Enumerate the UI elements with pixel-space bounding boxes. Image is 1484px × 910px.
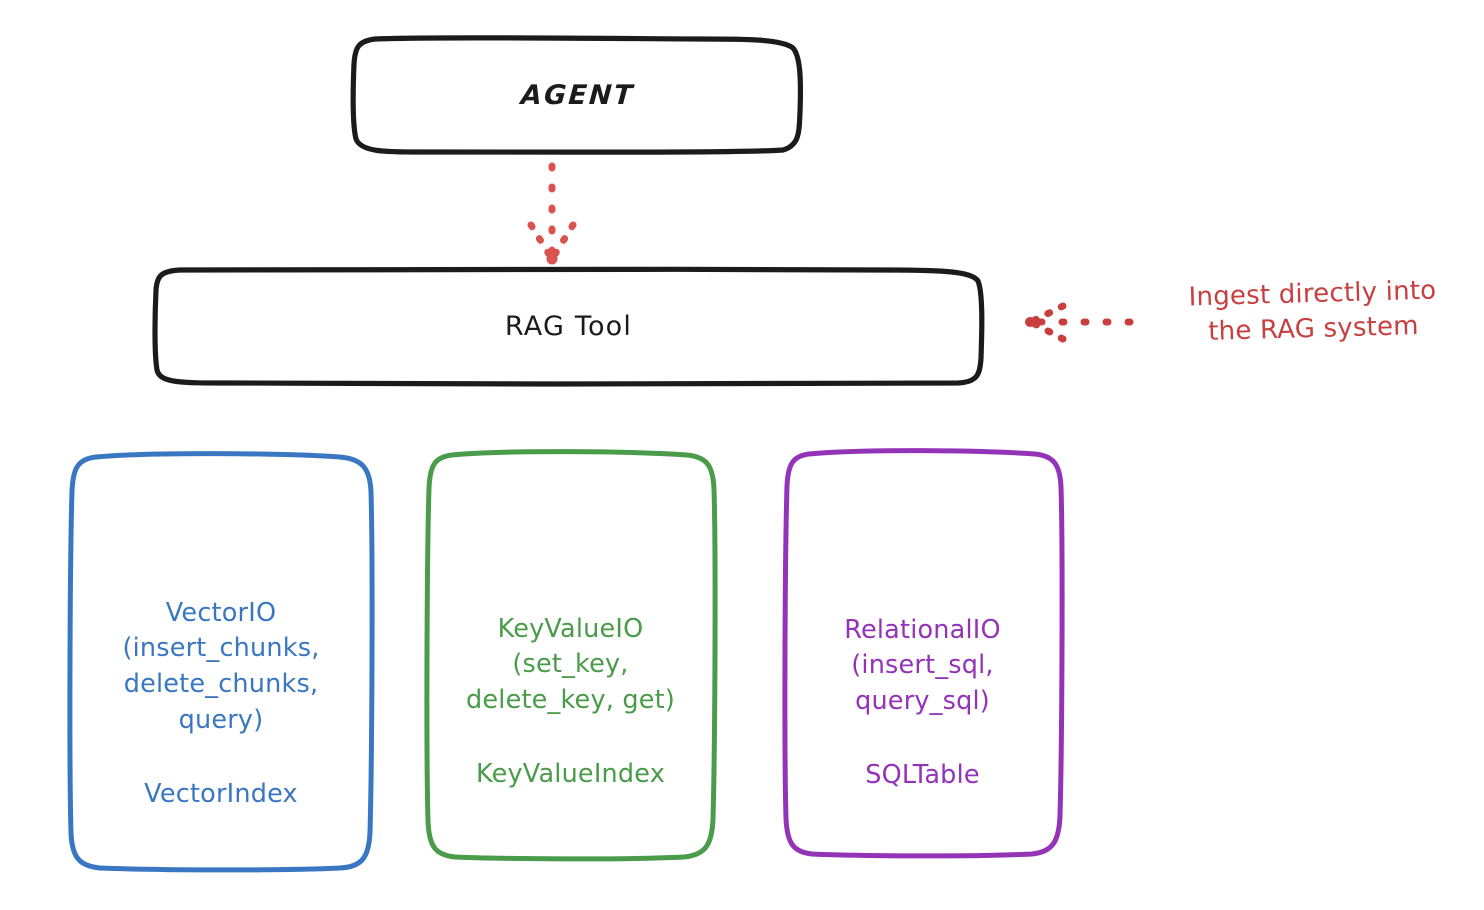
rag-tool-node[interactable]: RAG Tool [155, 269, 982, 384]
key-value-io-box-outline [424, 449, 718, 862]
vector-io-api-label: VectorIO (insert_chunks, delete_chunks, … [122, 597, 320, 735]
agent-to-rag-dotted-arrow [527, 162, 577, 265]
agent-box-outline [350, 35, 804, 155]
relational-io-node[interactable]: RelationalIO (insert_sql, query_sql) SQL… [784, 449, 1061, 855]
sql-table-label: SQLTable [865, 759, 980, 790]
key-value-io-api-label: KeyValueIO (set_key, delete_key, get) [466, 613, 675, 715]
relational-io-api-label: RelationalIO (insert_sql, query_sql) [844, 614, 1001, 716]
agent-node[interactable]: AGENT [353, 38, 802, 153]
rag-tool-box-outline [152, 266, 985, 387]
vector-io-node[interactable]: VectorIO (insert_chunks, delete_chunks, … [70, 452, 372, 870]
agent-label: AGENT [519, 79, 636, 111]
key-value-io-node[interactable]: KeyValueIO (set_key, delete_key, get) Ke… [427, 450, 714, 858]
relational-io-box-outline [782, 448, 1065, 859]
key-value-index-label: KeyValueIndex [475, 758, 666, 789]
rag-tool-label: RAG Tool [504, 310, 633, 342]
ingest-to-rag-dotted-arrow [1025, 302, 1134, 343]
vector-io-box-outline [67, 451, 375, 873]
ingest-annotation-text: Ingest directly into the RAG system [1188, 275, 1437, 347]
vector-index-label: VectorIndex [144, 778, 298, 809]
